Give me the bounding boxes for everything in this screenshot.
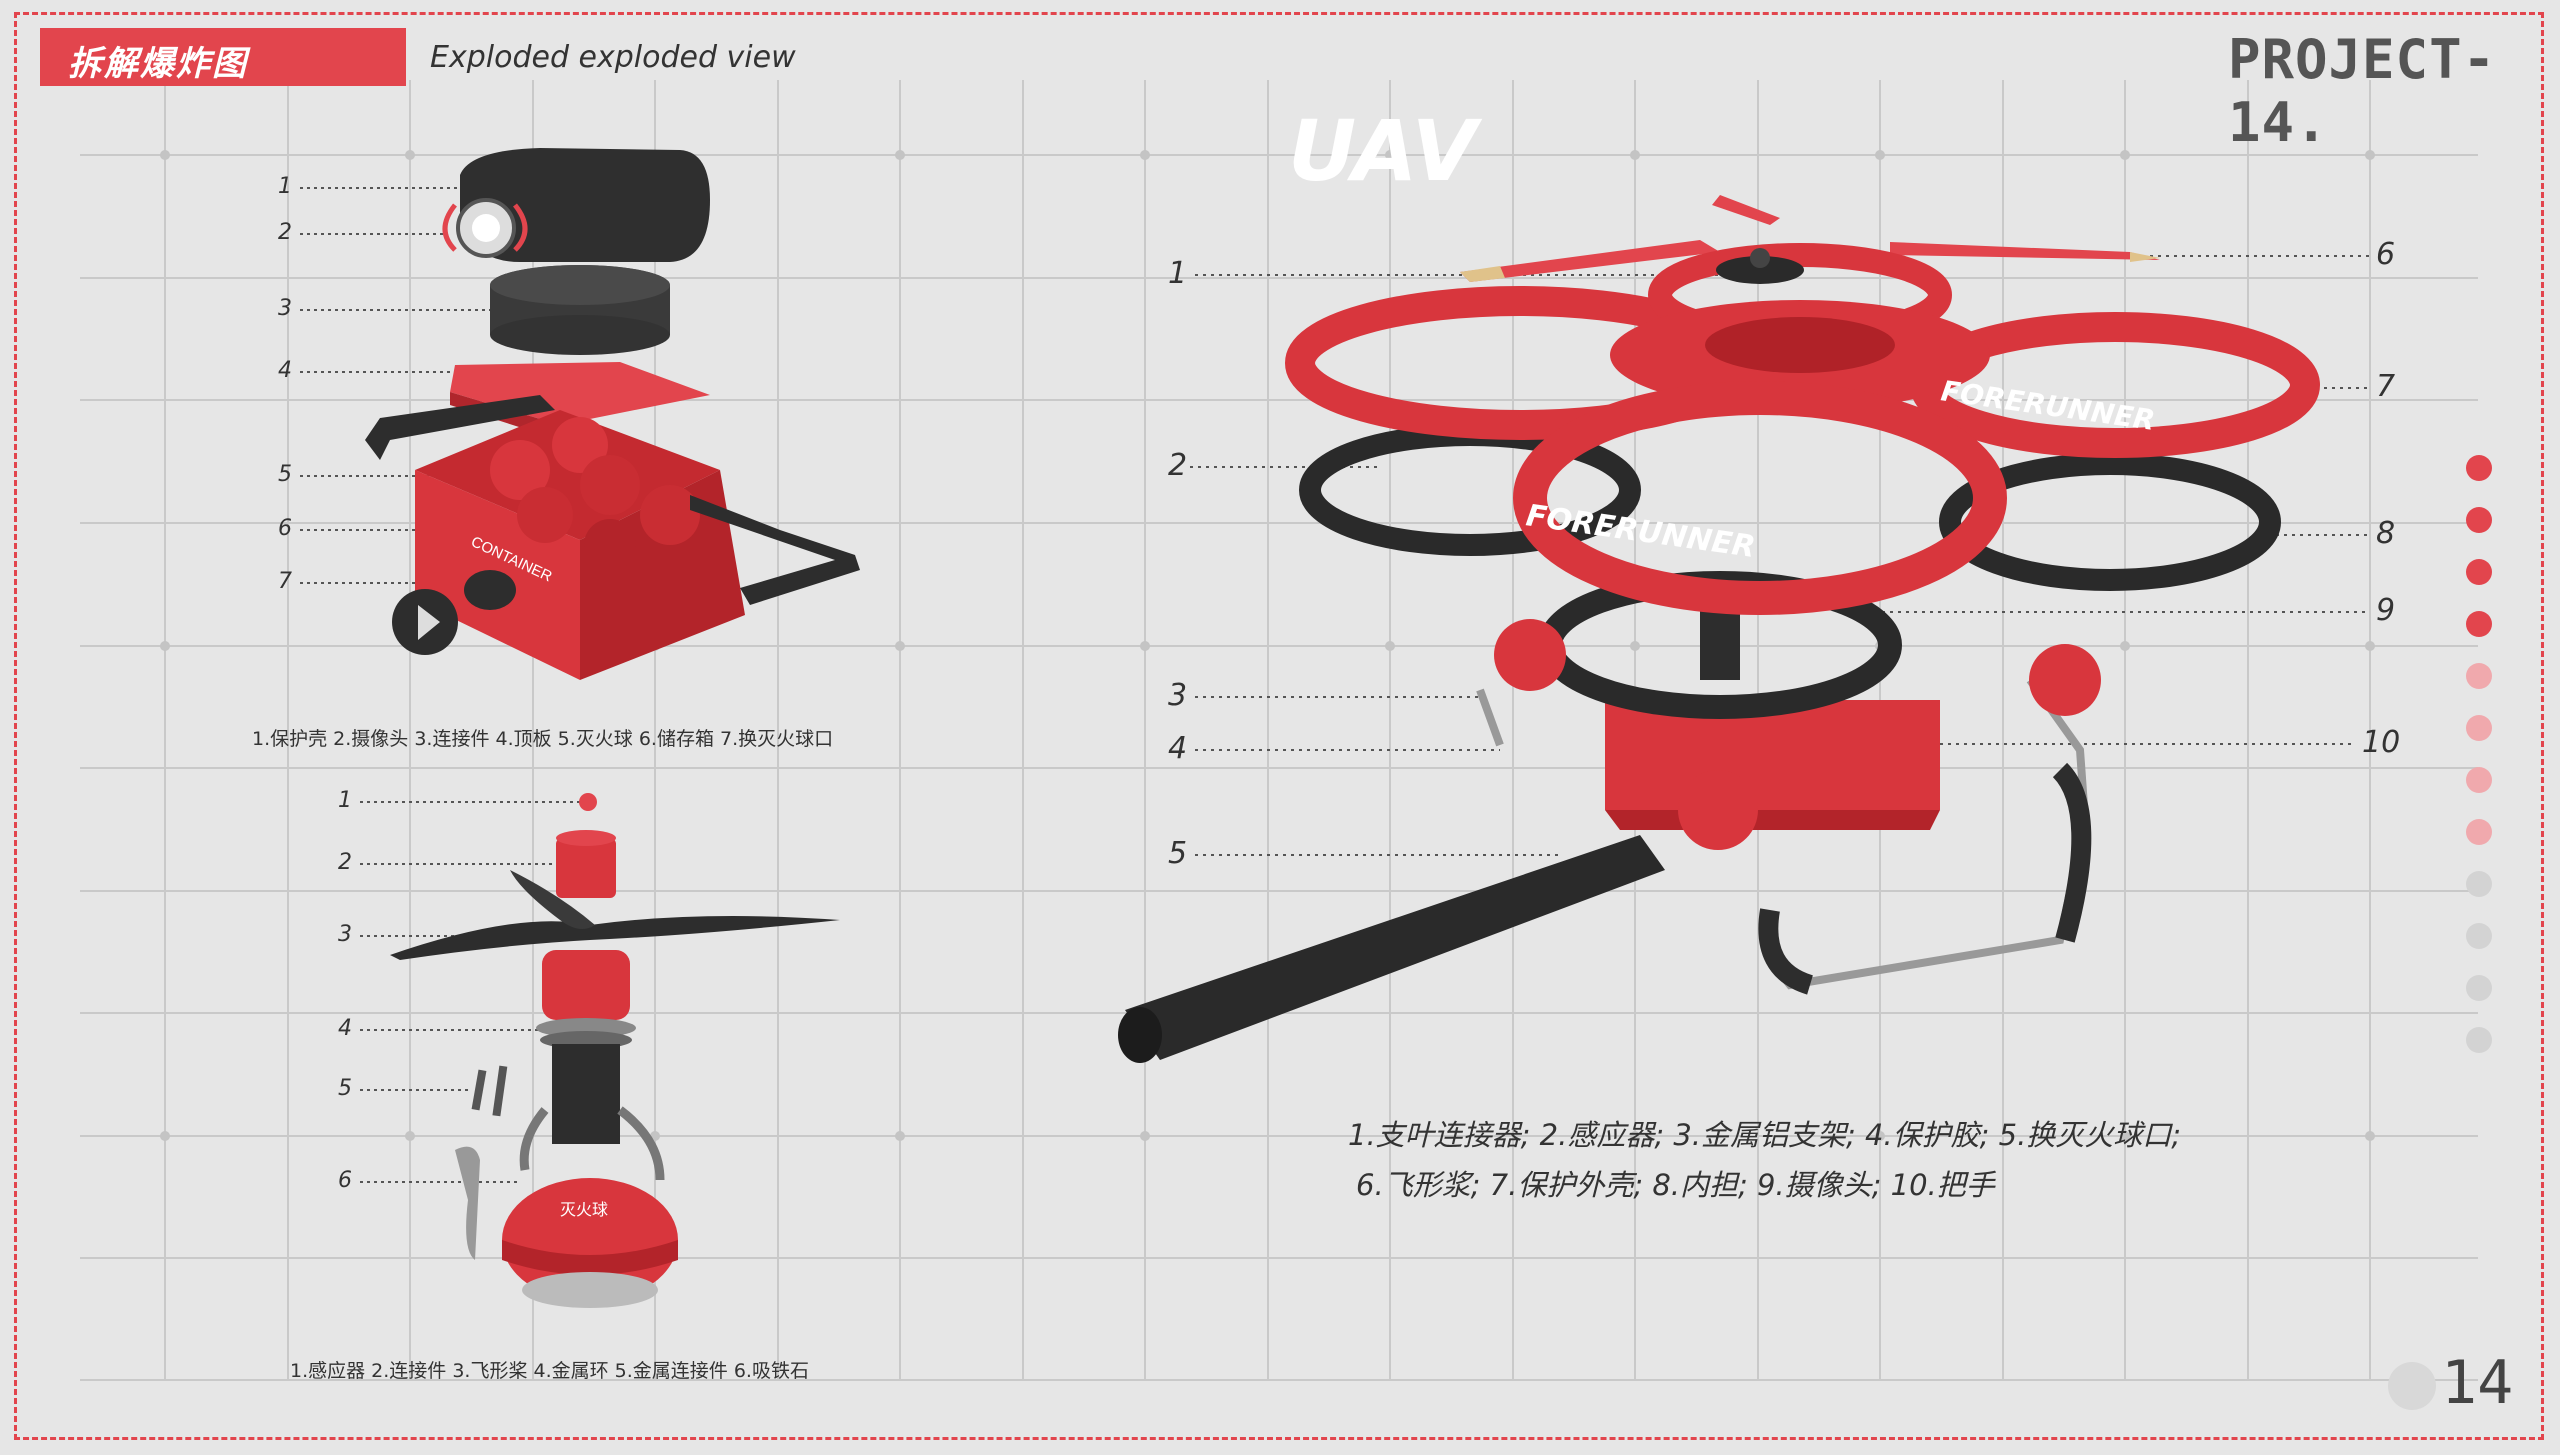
container-label-3: 3 [278,296,292,321]
rotor-label-2: 2 [338,850,352,875]
progress-dot [2466,975,2492,1001]
rotor-label-1: 1 [338,788,352,813]
rotor-label-3: 3 [338,922,352,947]
progress-dot [2466,767,2492,793]
progress-dot [2466,507,2492,533]
uav-caption-line2: 6.飞形浆; 7.保护外壳; 8.内担; 9.摄像头; 10.把手 [1356,1168,1995,1202]
progress-dot [2466,923,2492,949]
uav-title: UAV [1288,102,1477,200]
progress-dot [2466,871,2492,897]
progress-dot [2466,663,2492,689]
uav-label-1: 1 [1168,256,1188,291]
uav-caption-line1: 1.支叶连接器; 2.感应器; 3.金属铝支架; 4.保护胶; 5.换灭火球口; [1348,1118,2182,1152]
rotor-label-6: 6 [338,1168,352,1193]
rotor-ball-text: 灭火球 [560,1200,608,1219]
page-number: 14 [2441,1348,2514,1418]
progress-dot [2466,559,2492,585]
uav-label-4: 4 [1168,731,1188,766]
progress-dot [2466,819,2492,845]
progress-dot [2466,611,2492,637]
page-border [14,12,2544,1440]
title-badge [40,28,406,86]
container-label-6: 6 [278,516,292,541]
container-caption: 1.保护壳 2.摄像头 3.连接件 4.顶板 5.灭火球 6.储存箱 7.换灭火… [252,728,834,750]
container-label-4: 4 [278,358,292,383]
uav-label-8: 8 [2376,516,2396,551]
rotor-label-5: 5 [338,1076,352,1101]
uav-label-5: 5 [1168,836,1188,871]
container-label-7: 7 [278,569,292,594]
progress-dots [2466,455,2492,1079]
project-title: PROJECT-14. [2228,28,2497,154]
rotor-caption: 1.感应器 2.连接件 3.飞形桨 4.金属环 5.金属连接件 6.吸铁石 [290,1360,809,1382]
uav-label-10: 10 [2362,725,2401,760]
container-label-5: 5 [278,462,292,487]
container-label-2: 2 [278,220,292,245]
uav-label-6: 6 [2376,237,2396,272]
subtitle: Exploded exploded view [430,40,796,75]
title-badge-text: 拆解爆炸图 [68,44,248,84]
uav-label-9: 9 [2376,593,2396,628]
progress-dot [2466,715,2492,741]
rotor-label-4: 4 [338,1016,352,1041]
page-number-circle [2388,1362,2436,1410]
container-label-1: 1 [278,174,292,199]
uav-label-7: 7 [2376,369,2396,404]
uav-label-2: 2 [1168,448,1188,483]
uav-label-3: 3 [1168,678,1188,713]
progress-dot [2466,455,2492,481]
progress-dot [2466,1027,2492,1053]
